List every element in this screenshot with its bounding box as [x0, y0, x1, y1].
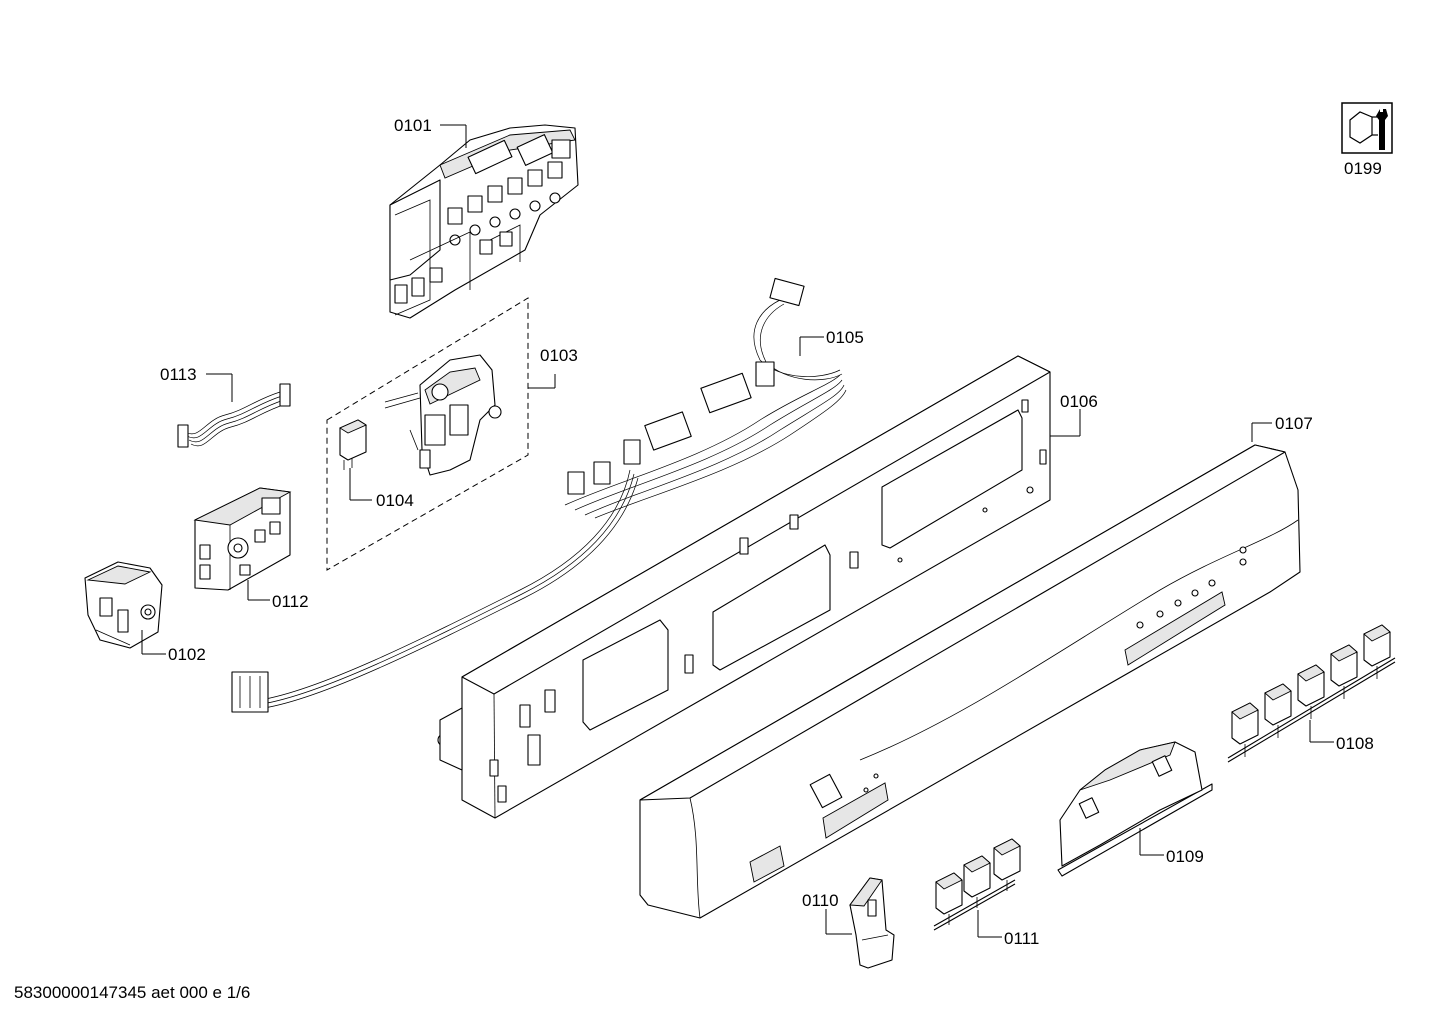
label-0113: 0113	[160, 365, 197, 384]
label-0110: 0110	[802, 891, 839, 910]
part-0101-control-module[interactable]	[389, 124, 579, 319]
part-0112-selector-module[interactable]	[193, 487, 292, 591]
label-0109: 0109	[1166, 847, 1204, 866]
label-0112: 0112	[272, 592, 309, 611]
bolt-and-wrench-icon[interactable]	[1341, 102, 1393, 154]
label-0105: 0105	[826, 328, 864, 347]
label-0103: 0103	[540, 346, 578, 365]
part-0110-latch[interactable]	[849, 877, 895, 969]
part-0108-buttons[interactable]	[1227, 624, 1396, 763]
part-0103-group	[326, 297, 529, 571]
part-0106-inner-frame[interactable]	[437, 355, 1051, 819]
label-0199: 0199	[1344, 159, 1382, 178]
label-0111: 0111	[1004, 929, 1039, 948]
part-0103-assembly[interactable]	[384, 354, 502, 476]
part-0113-ribbon-cable[interactable]	[177, 383, 291, 448]
part-0104-relay[interactable]	[339, 419, 367, 470]
document-id: 58300000147345 aet 000 e 1/6	[14, 983, 250, 1002]
label-0108: 0108	[1336, 734, 1374, 753]
label-0107: 0107	[1275, 414, 1313, 433]
label-0101: 0101	[394, 116, 432, 135]
part-0111-buttons[interactable]	[933, 838, 1021, 931]
part-0102-switch[interactable]	[84, 561, 163, 649]
label-0104: 0104	[376, 491, 414, 510]
part-0109-handle-insert[interactable]	[1057, 741, 1213, 877]
label-0102: 0102	[168, 645, 206, 664]
label-0106: 0106	[1060, 392, 1098, 411]
part-0107-fascia-panel[interactable]	[639, 444, 1301, 919]
part-0105-wiring-harness[interactable]	[231, 277, 847, 713]
